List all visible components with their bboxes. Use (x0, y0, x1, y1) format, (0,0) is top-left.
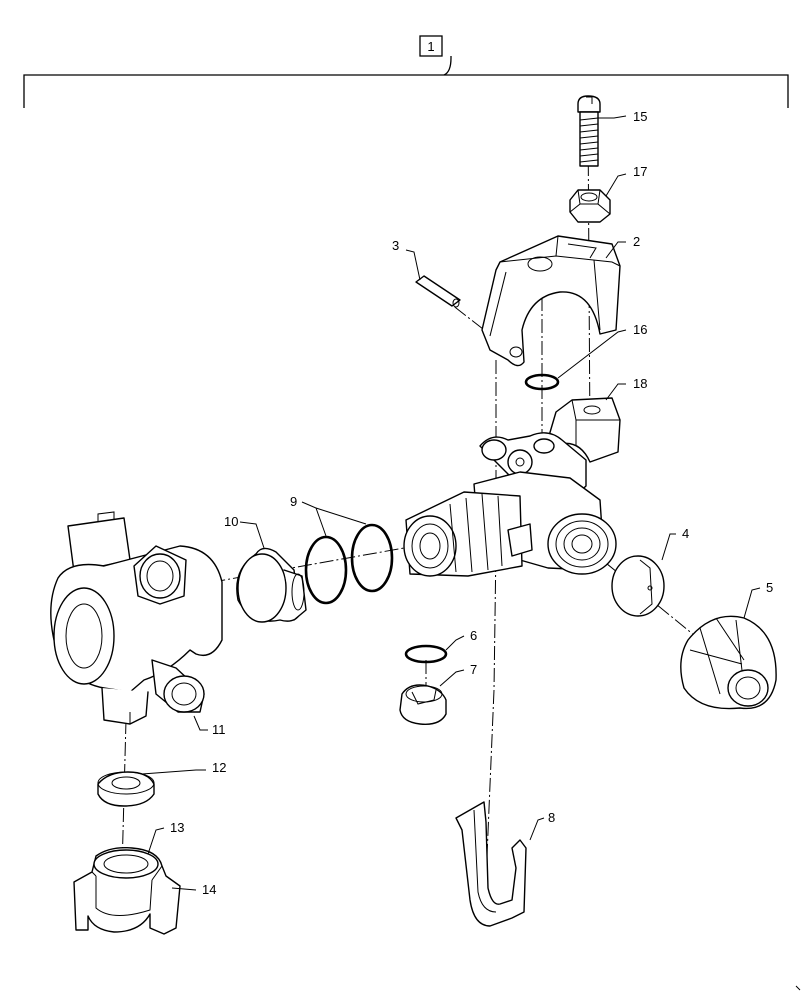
part-nozzle-cap (680, 615, 777, 710)
callout-4-label: 4 (682, 526, 689, 541)
callout-17-label: 17 (633, 164, 647, 179)
part-screw (577, 95, 601, 167)
part-insert (399, 684, 447, 725)
callout-14-label: 14 (202, 882, 216, 897)
callout-5-label: 5 (766, 580, 773, 595)
callout-11-label: 11 (212, 722, 226, 737)
callout-9-label: 9 (290, 494, 297, 509)
callout-7-label: 7 (470, 662, 477, 677)
callout-1-label: 1 (427, 39, 434, 54)
callout-12-label: 12 (212, 760, 226, 775)
part-cap (236, 547, 307, 623)
corner-mark (795, 985, 801, 991)
part-pin (415, 275, 461, 308)
callout-16-label: 16 (633, 322, 647, 337)
callout-13-label: 13 (170, 820, 184, 835)
callout-10-label: 10 (224, 514, 238, 529)
assembly-bracket: 1 (23, 35, 789, 108)
part-orings-pair (304, 523, 394, 605)
callout-6-label: 6 (470, 628, 477, 643)
center-lines (121, 117, 701, 881)
part-main-body (403, 432, 617, 577)
part-clamp-upper (481, 235, 621, 367)
part-coupling (73, 846, 181, 935)
callout-18-label: 18 (633, 376, 647, 391)
callout-8-label: 8 (548, 810, 555, 825)
callout-3-label: 3 (392, 238, 399, 253)
part-clip (455, 801, 527, 927)
part-washer (97, 771, 155, 807)
callout-labels: 15 17 3 2 16 18 4 5 6 7 8 9 10 11 12 13 … (170, 109, 773, 897)
part-oring-6 (404, 644, 448, 664)
part-oring-small (524, 373, 560, 391)
leader-lines (141, 115, 761, 891)
part-spray-body (50, 511, 223, 725)
part-disc (611, 555, 665, 617)
callout-15-label: 15 (633, 109, 647, 124)
callout-2-label: 2 (633, 234, 640, 249)
part-hex-nut (569, 189, 611, 223)
assembly-callout-box (419, 35, 443, 57)
